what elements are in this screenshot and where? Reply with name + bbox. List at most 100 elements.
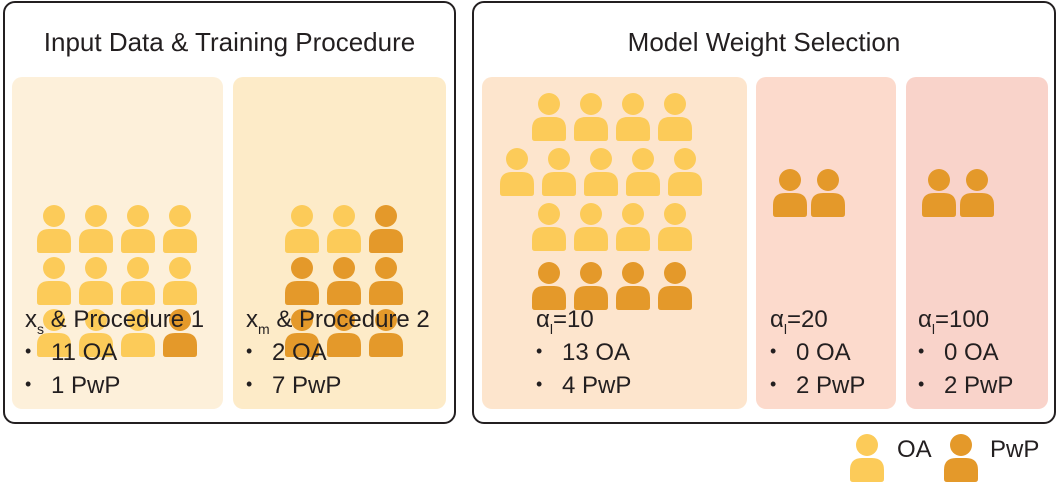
bullet-item-pwp: • 2 PwP bbox=[918, 371, 1013, 404]
bullet-icon: • bbox=[246, 374, 253, 394]
bullet-icon: • bbox=[918, 341, 925, 361]
bullet-text: 2 OA bbox=[272, 339, 327, 366]
label-subscript: l bbox=[931, 321, 935, 337]
person-pwp-icon bbox=[616, 262, 650, 310]
bullet-text: 11 OA bbox=[51, 339, 118, 366]
person-oa-icon bbox=[616, 93, 650, 141]
bullet-text: 7 PwP bbox=[272, 372, 342, 399]
person-pwp-icon bbox=[960, 169, 994, 217]
person-pwp-icon bbox=[285, 257, 319, 305]
box-xm-procedure-2 bbox=[233, 77, 446, 409]
legend-oa-label: OA bbox=[897, 436, 932, 463]
label-subscript: l bbox=[549, 321, 553, 337]
label-rest: =20 bbox=[787, 306, 828, 333]
box-alpha-100-text: αl=100 •0 OA • 2 PwP bbox=[918, 305, 1013, 404]
bullet-icon: • bbox=[25, 374, 32, 394]
person-oa-icon bbox=[658, 203, 692, 251]
label-rest: =10 bbox=[553, 306, 594, 333]
person-oa-icon bbox=[626, 148, 660, 196]
person-oa-icon bbox=[163, 205, 197, 253]
bullet-icon: • bbox=[770, 341, 777, 361]
person-oa-icon bbox=[121, 257, 155, 305]
person-oa-icon bbox=[532, 203, 566, 251]
bullet-icon: • bbox=[25, 341, 32, 361]
people-group bbox=[37, 205, 197, 357]
person-pwp-icon bbox=[163, 309, 197, 357]
bullet-icon: • bbox=[246, 341, 253, 361]
bullet-icon: • bbox=[536, 374, 543, 394]
bullet-item-oa: • 0 OA bbox=[770, 338, 865, 371]
bullet-item-oa: • 11 OA bbox=[25, 338, 204, 371]
person-oa-icon bbox=[79, 205, 113, 253]
label-rest: & Procedure 2 bbox=[276, 306, 430, 333]
box-xm-text: xm & Procedure 2 • 2 OA • 7 PwP bbox=[246, 305, 430, 404]
bullet-item-pwp: • 7 PwP bbox=[246, 371, 430, 404]
person-pwp-icon bbox=[532, 262, 566, 310]
bullet-item-oa: • 2 OA bbox=[246, 338, 430, 371]
label-main: α bbox=[536, 306, 550, 333]
person-oa-icon bbox=[532, 93, 566, 141]
person-pwp-icon bbox=[773, 169, 807, 217]
legend-pwp-label: PwP bbox=[990, 436, 1040, 463]
bullet-text: 2 PwP bbox=[944, 372, 1014, 399]
box-xs-text: xs & Procedure 1 • 11 OA • 1 PwP bbox=[25, 305, 204, 404]
person-pwp-icon bbox=[327, 257, 361, 305]
box-label: αl=100 bbox=[918, 305, 1013, 338]
person-pwp-icon bbox=[369, 257, 403, 305]
person-oa-icon bbox=[37, 257, 71, 305]
box-alpha-20 bbox=[756, 77, 896, 409]
bullet-text: 4 PwP bbox=[562, 372, 632, 399]
person-oa-icon bbox=[658, 93, 692, 141]
model-weight-panel-title: Model Weight Selection bbox=[627, 27, 901, 57]
person-oa-icon bbox=[500, 148, 534, 196]
people-group bbox=[500, 93, 702, 310]
bullet-item-pwp: • 4 PwP bbox=[536, 371, 631, 404]
bullet-item-oa: • 13 OA bbox=[536, 338, 631, 371]
box-label: αl=20 bbox=[770, 305, 865, 338]
input-data-panel-title: Input Data & Training Procedure bbox=[43, 27, 416, 57]
bullet-text: 13 OA bbox=[562, 339, 631, 366]
label-main: α bbox=[770, 306, 784, 333]
box-label: xm & Procedure 2 bbox=[246, 305, 430, 338]
person-pwp-icon bbox=[574, 262, 608, 310]
person-oa-icon bbox=[574, 93, 608, 141]
person-oa-icon bbox=[584, 148, 618, 196]
label-subscript: m bbox=[258, 321, 270, 337]
person-oa-icon bbox=[121, 205, 155, 253]
label-rest: =100 bbox=[935, 306, 990, 333]
label-subscript: l bbox=[783, 321, 787, 337]
person-oa-icon bbox=[37, 205, 71, 253]
person-oa-icon bbox=[616, 203, 650, 251]
bullet-item-pwp: •2 PwP bbox=[770, 371, 865, 404]
person-oa-icon bbox=[574, 203, 608, 251]
person-pwp-icon bbox=[944, 434, 978, 482]
person-oa-icon bbox=[850, 434, 884, 482]
person-oa-icon bbox=[163, 257, 197, 305]
people-group bbox=[922, 169, 994, 217]
person-pwp-icon bbox=[922, 169, 956, 217]
person-pwp-icon bbox=[658, 262, 692, 310]
bullet-icon: • bbox=[536, 341, 543, 361]
person-pwp-icon bbox=[285, 309, 319, 357]
person-oa-icon bbox=[542, 148, 576, 196]
label-main: x bbox=[25, 306, 37, 333]
bullet-text: 1 PwP bbox=[51, 372, 121, 399]
bullet-icon: • bbox=[918, 374, 925, 394]
person-pwp-icon bbox=[369, 309, 403, 357]
legend-oa-icon bbox=[850, 434, 884, 482]
people-group bbox=[773, 169, 845, 217]
legend-pwp-icon bbox=[944, 434, 978, 482]
box-label: xs & Procedure 1 bbox=[25, 305, 204, 338]
person-pwp-icon bbox=[327, 309, 361, 357]
box-label: αl=10 bbox=[536, 305, 631, 338]
people-group bbox=[285, 205, 403, 357]
person-pwp-icon bbox=[811, 169, 845, 217]
person-pwp-icon bbox=[369, 205, 403, 253]
box-xs-procedure-1 bbox=[12, 77, 223, 409]
label-subscript: s bbox=[37, 321, 44, 337]
person-oa-icon bbox=[285, 205, 319, 253]
label-rest: & Procedure 1 bbox=[50, 306, 205, 333]
person-oa-icon bbox=[121, 309, 155, 357]
bullet-text: 0 OA bbox=[796, 339, 851, 366]
bullet-item-oa: •0 OA bbox=[918, 338, 1013, 371]
